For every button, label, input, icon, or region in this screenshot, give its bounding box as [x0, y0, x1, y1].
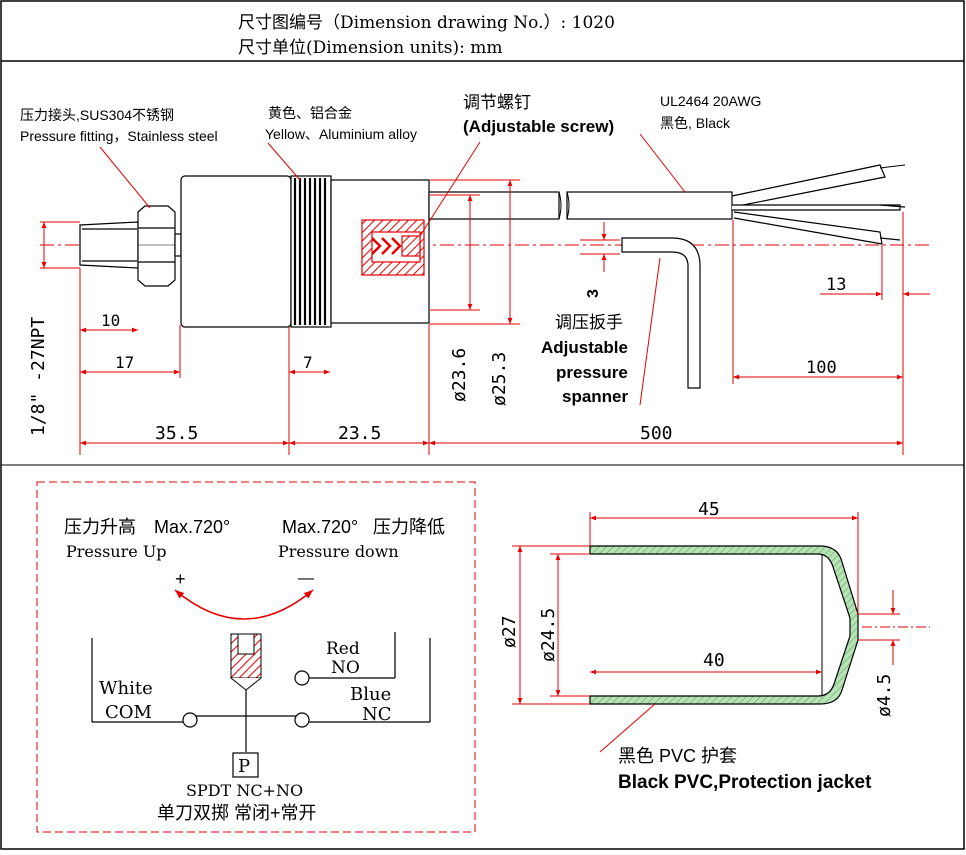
dim-10: 10 [101, 311, 120, 330]
pressure-down-cn: 压力降低 [373, 517, 445, 537]
spanner-cn: 调压扳手 [555, 313, 623, 332]
label-no: NO [331, 658, 360, 678]
label-white: White [99, 678, 153, 699]
dim-100: 100 [806, 358, 837, 378]
pressure-up-cn: 压力升高 [64, 517, 136, 537]
plus-sign: + [175, 569, 186, 589]
adj-screw-en: (Adjustable screw) [463, 117, 614, 136]
pressure-up-en: Pressure Up [66, 542, 167, 561]
spanner-en-1: Adjustable [541, 338, 628, 357]
dim-dia-24-5: ø24.5 [538, 608, 559, 662]
dim-40: 40 [703, 650, 725, 671]
pressure-down-max: Max.720° [282, 517, 358, 537]
dim-500: 500 [640, 423, 673, 444]
jacket-en: Black PVC,Protection jacket [618, 772, 872, 793]
leader-lines-top [40, 133, 930, 455]
dim-dia-23-6: ø23.6 [449, 348, 470, 402]
cable-spec: UL2464 20AWG [660, 93, 761, 109]
dim-35-5: 35.5 [155, 423, 198, 444]
dimension-units: 尺寸单位(Dimension units): mm [238, 38, 502, 58]
dim-3: 3 [585, 289, 602, 298]
spdt-en: SPDT NC+NO [186, 781, 303, 800]
adj-screw-cn: 调节螺钉 [463, 93, 531, 112]
cable-color: 黑色, Black [660, 115, 731, 131]
dim-dia-25-3: ø25.3 [489, 352, 510, 406]
spanner-en-2: pressure [556, 363, 628, 382]
dim-dia-27: ø27 [499, 615, 520, 648]
label-red: Red [326, 639, 360, 659]
spdt-cn: 单刀双掷 常闭+常开 [157, 803, 317, 823]
switch-schematic [91, 589, 431, 778]
minus-sign: — [298, 570, 314, 587]
body-color-en: Yellow、Aluminium alloy [265, 126, 417, 142]
label-nc: NC [362, 704, 392, 725]
pvc-jacket [512, 512, 930, 753]
dim-45: 45 [698, 499, 720, 520]
dim-dia-4-5: ø4.5 [874, 674, 895, 717]
switch-box [36, 481, 476, 833]
jacket-cn: 黑色 PVC 护套 [618, 746, 737, 766]
drawing-number: 尺寸图编号（Dimension drawing No.）: 1020 [238, 13, 615, 33]
label-com: COM [105, 702, 152, 723]
pressure-down-en: Pressure down [278, 542, 399, 561]
dim-17: 17 [115, 353, 134, 372]
pressure-fitting-en: Pressure fitting，Stainless steel [20, 128, 218, 144]
pressure-up-max: Max.720° [154, 517, 230, 537]
dim-13: 13 [826, 275, 846, 295]
spanner-en-3: spanner [562, 387, 629, 406]
dim-thread: 1/8" -27NPT [28, 317, 49, 436]
label-blue: Blue [350, 684, 391, 705]
pressure-fitting-cn: 压力接头,SUS304不锈钢 [20, 107, 174, 123]
dim-7: 7 [303, 353, 313, 372]
sensor-drawing [40, 164, 930, 389]
label-p: P [238, 756, 250, 777]
dim-23-5: 23.5 [338, 423, 381, 444]
body-color-cn: 黄色、铝合金 [268, 105, 352, 121]
